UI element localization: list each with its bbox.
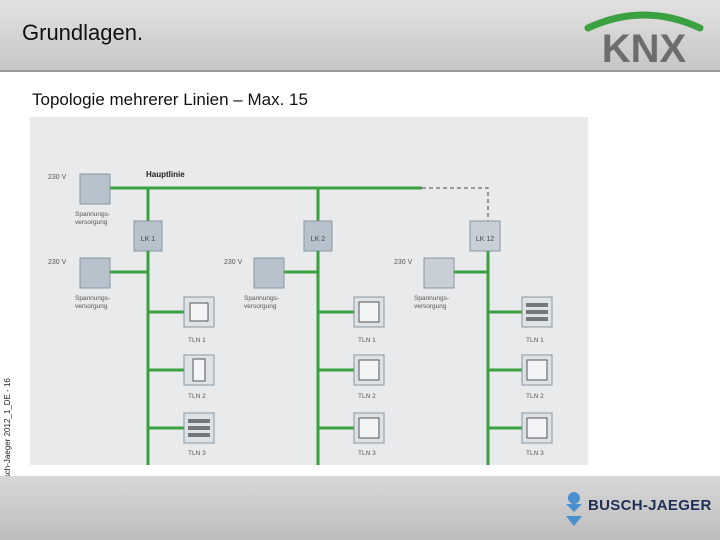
main-supply-label-2: versorgung xyxy=(75,219,108,226)
main-line-label: Hauptlinie xyxy=(146,170,185,179)
line-2-power-supply xyxy=(253,257,285,289)
l12-tln2-sensor-icon xyxy=(526,359,548,381)
l1-tln3-label: TLN 3 xyxy=(188,450,206,457)
line-1-supply-label-1: Spannungs- xyxy=(75,295,110,302)
line-2-voltage: 230 V xyxy=(224,259,243,266)
l2-tln2-motion-icon xyxy=(358,359,380,381)
coupler-lk2-label: LK 2 xyxy=(311,236,326,243)
l12-tln3-label: TLN 3 xyxy=(526,450,544,457)
coupler-lk12-label: LK 12 xyxy=(476,236,494,243)
l1-tln1-label: TLN 1 xyxy=(188,337,206,344)
knx-logo-text: KNX xyxy=(602,27,687,66)
footer-bar xyxy=(0,476,720,540)
main-supply-label-1: Spannungs- xyxy=(75,211,110,218)
l2-tln2-label: TLN 2 xyxy=(358,393,376,400)
line-2-supply-label-1: Spannungs- xyxy=(244,295,279,302)
line-1-supply-label-2: versorgung xyxy=(75,303,108,310)
line-1-voltage: 230 V xyxy=(48,259,67,266)
l2-tln1-label: TLN 1 xyxy=(358,337,376,344)
l12-tln1-module-icon-3 xyxy=(526,317,548,321)
l2-tln1-panel-icon xyxy=(358,301,380,323)
topology-diagram: Hauptlinie 230 V Spannungs- versorgung L… xyxy=(30,117,588,465)
bj-logo-triangle-bottom xyxy=(566,516,582,526)
coupler-lk1-label: LK 1 xyxy=(141,236,156,243)
brand-name: BUSCH-JAEGER xyxy=(588,497,712,514)
l1-tln1-sensor-icon xyxy=(189,302,209,322)
bj-logo-circle xyxy=(567,492,580,504)
l1-tln3-module-icon-1 xyxy=(188,419,210,423)
l12-tln1-module-icon-2 xyxy=(526,310,548,314)
l2-tln3-switch-icon xyxy=(358,417,380,439)
knx-logo: KNX xyxy=(584,11,704,66)
slide-subtitle: Topologie mehrerer Linien – Max. 15 xyxy=(32,90,308,109)
l1-tln2-actuator-icon xyxy=(192,358,206,382)
coupler-lk12 xyxy=(469,220,501,252)
main-power-supply xyxy=(79,173,111,205)
l12-tln1-label: TLN 1 xyxy=(526,337,544,344)
l12-tln3-panel-icon xyxy=(526,417,548,439)
line-2-supply-label-2: versorgung xyxy=(244,303,277,310)
line-12-voltage: 230 V xyxy=(394,259,413,266)
l12-tln1-module-icon-1 xyxy=(526,303,548,307)
l1-tln3-module-icon-3 xyxy=(188,433,210,437)
main-supply-voltage: 230 V xyxy=(48,174,67,181)
topology-svg: Hauptlinie 230 V Spannungs- versorgung L… xyxy=(48,170,553,465)
header-bar: Grundlagen. KNX xyxy=(0,0,720,70)
bj-logo-triangle-top xyxy=(566,504,582,512)
knx-logo-arc xyxy=(584,11,704,32)
header-divider xyxy=(0,70,720,72)
l1-tln2-label: TLN 2 xyxy=(188,393,206,400)
line-12-supply-label-2: versorgung xyxy=(414,303,447,310)
line-12-power-supply xyxy=(423,257,455,289)
l12-tln2-label: TLN 2 xyxy=(526,393,544,400)
page-title: Grundlagen. xyxy=(22,20,144,45)
l2-tln3-label: TLN 3 xyxy=(358,450,376,457)
coupler-lk1 xyxy=(133,220,163,252)
busch-jaeger-logo xyxy=(566,492,582,526)
line-12-supply-label-1: Spannungs- xyxy=(414,295,449,302)
l1-tln3-module-icon-2 xyxy=(188,426,210,430)
main-line-dashed-extension xyxy=(422,187,489,221)
line-1-power-supply xyxy=(79,257,111,289)
